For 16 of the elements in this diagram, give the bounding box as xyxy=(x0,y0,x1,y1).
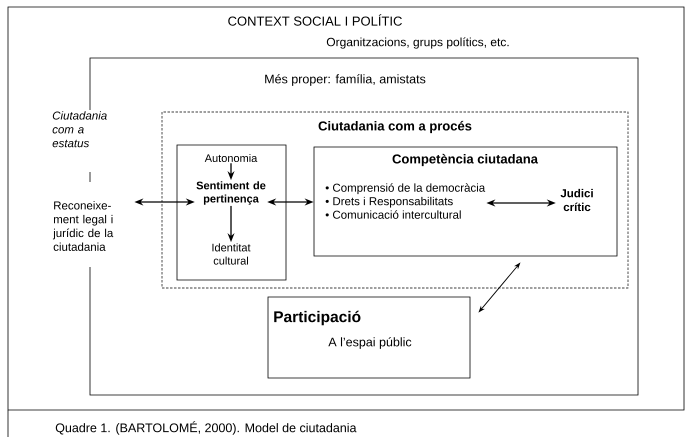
node-text: Identitat cultural xyxy=(212,243,250,265)
process-box xyxy=(176,144,286,280)
box-heading: CONTEXT SOCIAL I POLÍTIC xyxy=(228,14,402,26)
caption: Quadre 1. (BARTOLOMÉ, 2000). Model de ciutadania xyxy=(56,421,356,435)
side-text: Reconeixe- ment legal i jurídic de la ciutadania xyxy=(52,201,114,251)
bullet-list: • Comprensió de la democràcia • Drets i Responsabilitats • Comunicació intercultural xyxy=(326,183,486,219)
node-text: Sentiment de pertinença xyxy=(196,181,266,205)
box-heading: Ciutadania com a procés xyxy=(318,120,472,134)
side-label: Ciutadania com a estatus xyxy=(52,111,107,148)
box-subheading: Organitzacions, grups polítics, etc. xyxy=(326,37,509,49)
node-text: Judici crític xyxy=(560,188,593,212)
box-text: A l’espai públic xyxy=(328,337,412,349)
box-heading: Participació xyxy=(274,310,360,326)
box-heading: Més proper: família, amistats xyxy=(265,74,426,86)
box-heading: Competència ciutadana xyxy=(392,154,538,166)
node-text: Autonomia xyxy=(204,154,258,162)
